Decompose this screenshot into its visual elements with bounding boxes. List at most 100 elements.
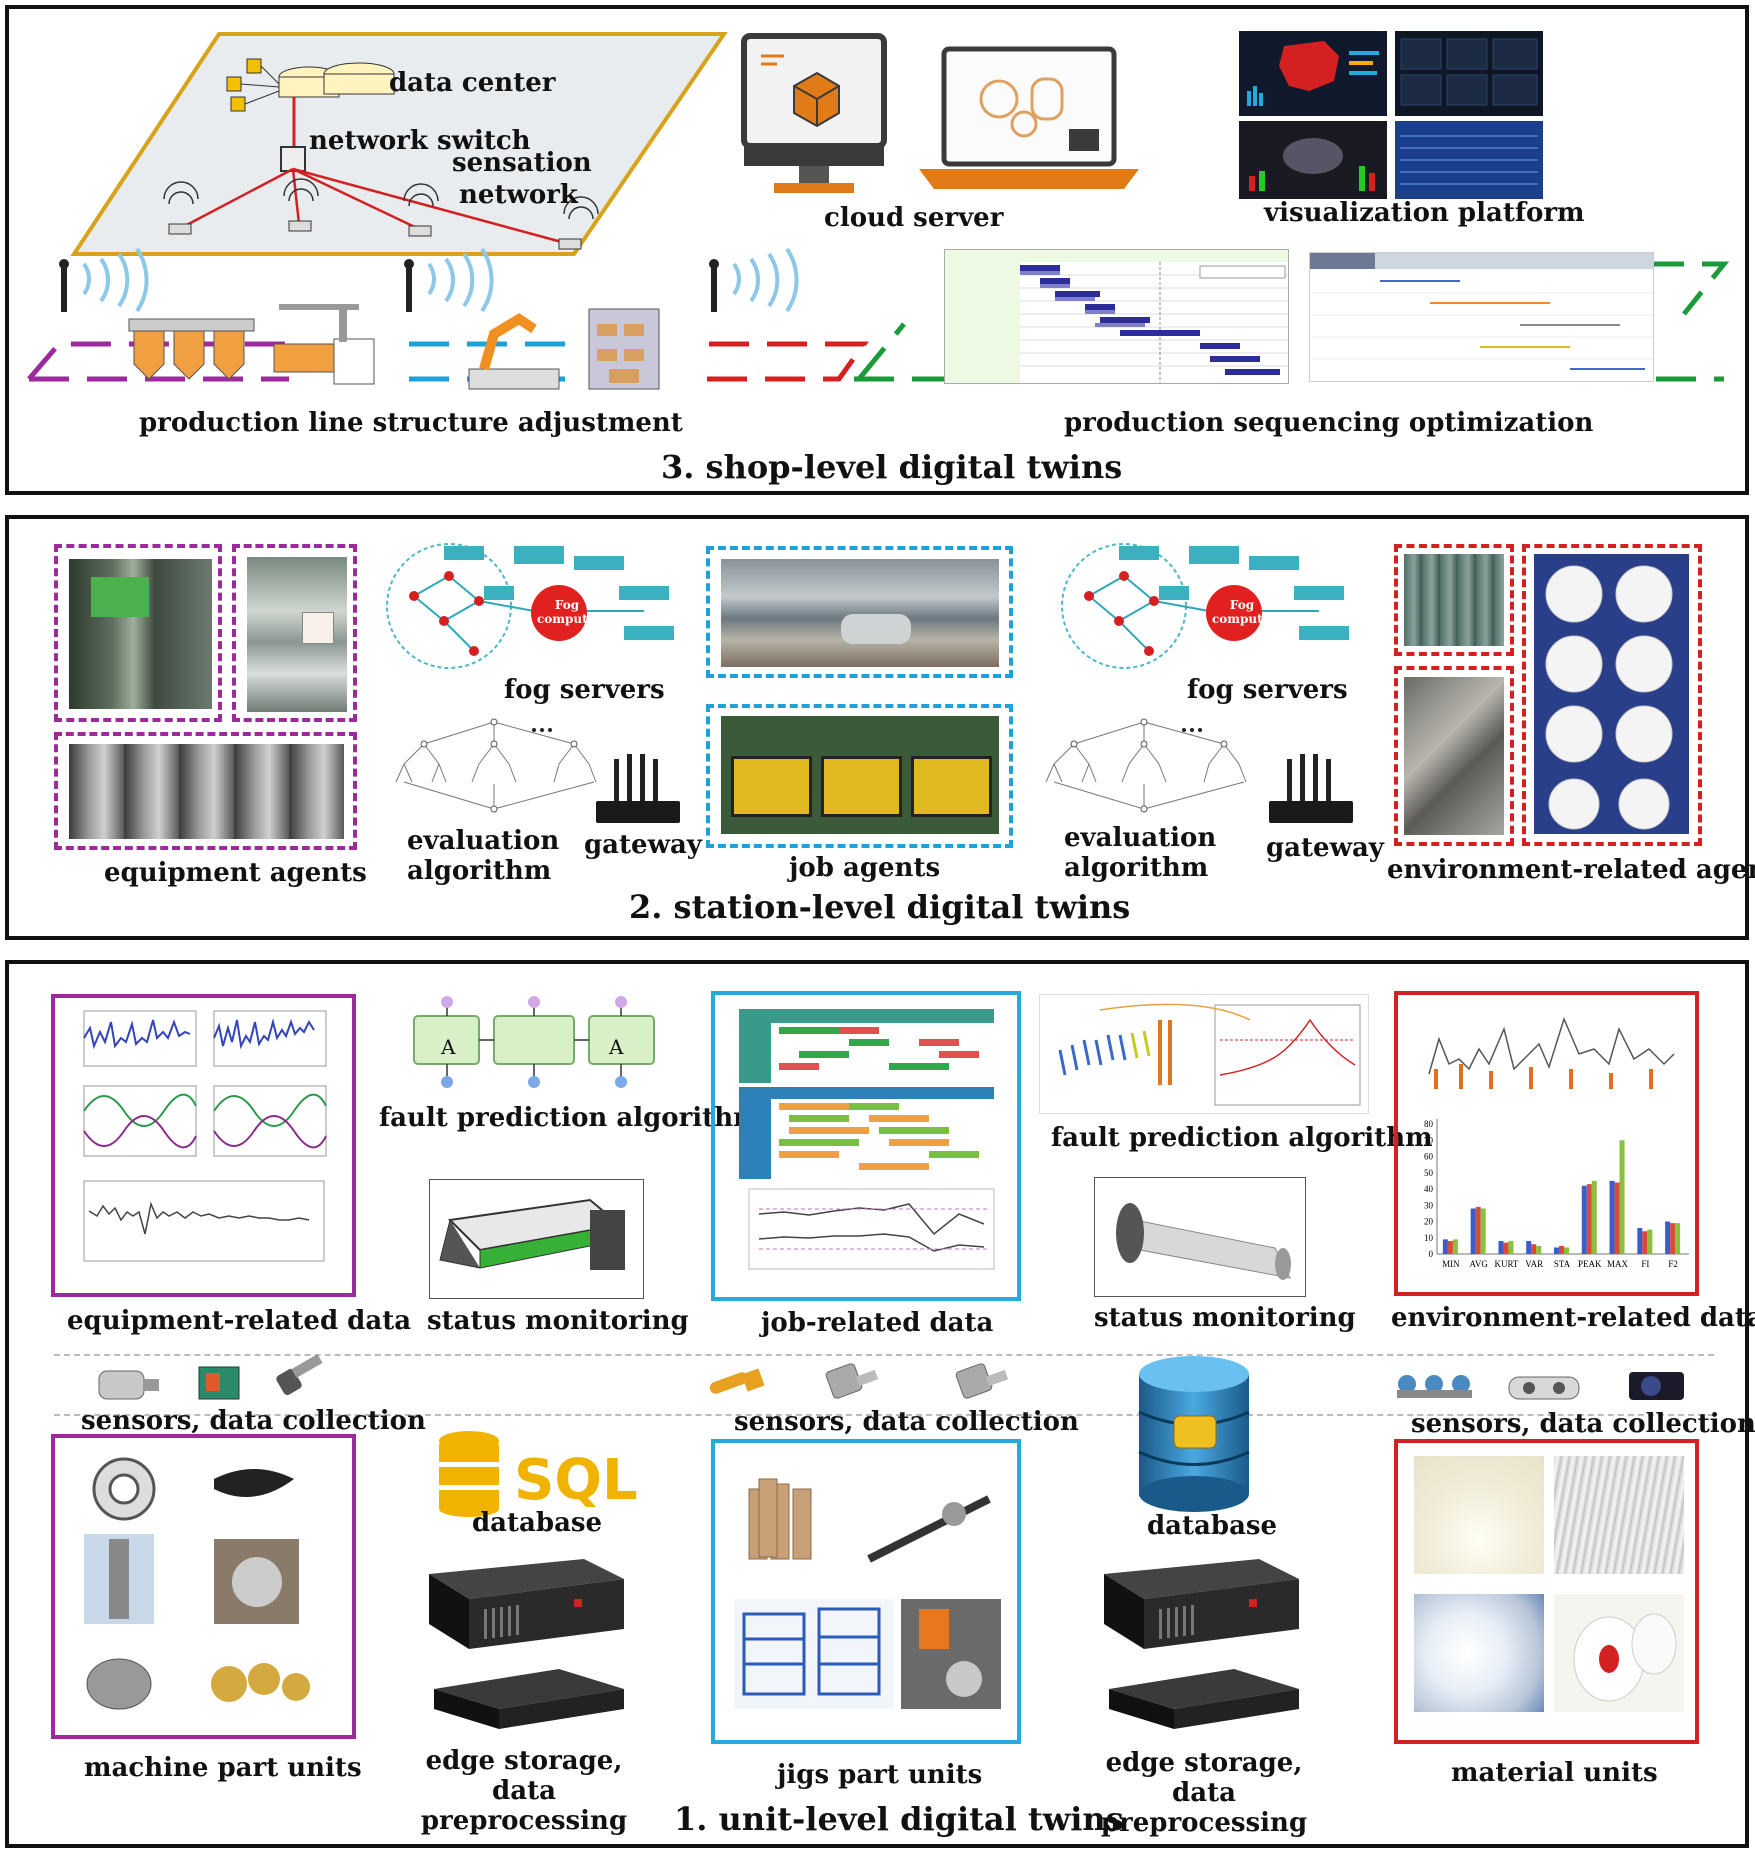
bar-var-s1 xyxy=(1526,1241,1532,1254)
bar-fi-s2 xyxy=(1642,1231,1648,1254)
bar-peak-s2 xyxy=(1586,1184,1592,1254)
fog-servers-label: fog servers xyxy=(1187,675,1348,705)
vibration-signal-chart xyxy=(83,1010,327,1262)
bar-f2-s3 xyxy=(1675,1223,1681,1254)
sensors-label: sensors, data collection xyxy=(734,1407,1079,1437)
bar-min-s2 xyxy=(1447,1241,1453,1254)
environment-photo-yarn-rack xyxy=(1534,554,1689,834)
data-center-plane xyxy=(70,32,728,256)
environment-data-frame xyxy=(1394,991,1699,1296)
sensor-icons xyxy=(98,1354,323,1400)
production-sequencing-label: production sequencing optimization xyxy=(1064,408,1594,438)
station-level-title: 2. station-level digital twins xyxy=(629,888,1131,926)
environment-photo-pipes xyxy=(1404,554,1504,646)
x-tick-label: MIN xyxy=(1442,1259,1460,1269)
unit-level-title: 1. unit-level digital twins xyxy=(674,1800,1124,1838)
bar-max-s3 xyxy=(1619,1140,1625,1254)
y-tick-label: 30 xyxy=(1424,1200,1434,1210)
y-tick-label: 10 xyxy=(1424,1233,1434,1243)
fault-prediction-label: fault prediction algorithm xyxy=(1051,1123,1433,1153)
bar-kurt-s1 xyxy=(1498,1241,1504,1254)
fog-computing-label: Fog computing xyxy=(537,598,610,626)
job-data-label: job-related data xyxy=(761,1308,994,1338)
job-data-frame xyxy=(711,991,1021,1301)
gantt-chart-actual-planned xyxy=(944,249,1289,384)
job-photo-warehouse xyxy=(721,559,999,667)
y-tick-label: 60 xyxy=(1424,1152,1434,1162)
sequencing-path xyxy=(854,261,1730,382)
edge-box-icon xyxy=(1109,1669,1299,1729)
antenna-icon xyxy=(404,247,494,313)
industrial-pc-icon xyxy=(1104,1559,1299,1649)
visualization-platform-label: visualization platform xyxy=(1264,198,1585,228)
environment-agents-label: environment-related agents xyxy=(1387,855,1755,885)
environment-agent-frame xyxy=(1394,544,1514,656)
bar-avg-s3 xyxy=(1480,1208,1486,1254)
fog-computing-label: Fog computing xyxy=(1212,598,1285,626)
edge-box-icon xyxy=(434,1669,624,1729)
edge-storage-label: edge storage, data preprocessing xyxy=(1100,1748,1308,1838)
bar-sta-s1 xyxy=(1554,1247,1559,1254)
equipment-photo-cabinet xyxy=(69,559,212,709)
cloud-server-monitor-icon xyxy=(741,33,887,193)
production-line-label: production line structure adjustment xyxy=(139,408,683,438)
faults-monitoring-screen xyxy=(1395,121,1543,199)
bar-f2-s2 xyxy=(1670,1223,1676,1254)
bar-peak-s3 xyxy=(1591,1180,1597,1254)
antenna-icon xyxy=(59,247,149,313)
equipment-agent-frame xyxy=(54,732,357,850)
material-units-label: material units xyxy=(1451,1758,1658,1788)
x-tick-label: STA xyxy=(1554,1259,1571,1269)
equipment-agent-frame xyxy=(54,544,222,722)
x-tick-label: AVG xyxy=(1469,1259,1488,1269)
equipment-data-label: equipment-related data xyxy=(67,1306,412,1336)
machine-parts-images xyxy=(84,1457,310,1710)
bar-var-s2 xyxy=(1531,1244,1537,1254)
fog-network-diagram xyxy=(386,543,674,669)
lstm-cell-label: A xyxy=(609,1035,624,1059)
fog-network-diagram xyxy=(1061,543,1349,669)
x-tick-label: MAX xyxy=(1607,1259,1629,1269)
bar-max-s2 xyxy=(1614,1182,1620,1254)
fault-prediction-label: fault prediction algorithm xyxy=(379,1103,761,1133)
fault-prediction-control-chart xyxy=(1039,994,1369,1114)
database-label: database xyxy=(472,1508,603,1538)
material-photo-milk xyxy=(1414,1456,1544,1574)
equipment-monitoring-screen xyxy=(1239,121,1387,199)
environment-photo-frame xyxy=(1404,677,1504,835)
y-tick-label: 0 xyxy=(1429,1249,1434,1259)
x-tick-label: PEAK xyxy=(1578,1259,1602,1269)
x-tick-label: FI xyxy=(1641,1259,1649,1269)
edge-storage-label: edge storage, data preprocessing xyxy=(420,1746,628,1836)
bar-sta-s3 xyxy=(1564,1247,1569,1254)
sensor-separator xyxy=(54,1414,1714,1416)
environment-line-chart xyxy=(1428,1016,1675,1089)
environment-data-label: environment-related data xyxy=(1391,1303,1755,1333)
x-tick-label: VAR xyxy=(1525,1259,1543,1269)
job-agents-label: job agents xyxy=(789,853,941,883)
equipment-photo-row xyxy=(69,744,344,839)
equipment-agents-label: equipment agents xyxy=(104,858,367,888)
bar-f2-s1 xyxy=(1665,1221,1671,1254)
bar-kurt-s2 xyxy=(1503,1242,1509,1254)
cloud-server-label: cloud server xyxy=(824,203,1004,233)
y-tick-label: 80 xyxy=(1424,1119,1434,1129)
material-photo-cotton xyxy=(1414,1594,1544,1712)
gateway-router-icon xyxy=(1269,754,1353,823)
sensors-label: sensors, data collection xyxy=(1411,1409,1755,1439)
sensors-label: sensors, data collection xyxy=(81,1406,426,1436)
network-switch-label: network switch xyxy=(309,126,531,156)
y-tick-label: 40 xyxy=(1424,1184,1434,1194)
network-label: network xyxy=(459,180,578,210)
gateway-label: gateway xyxy=(584,830,702,860)
fog-servers-label: fog servers xyxy=(504,675,665,705)
y-tick-label: 20 xyxy=(1424,1217,1434,1227)
equipment-agent-frame xyxy=(232,544,357,722)
status-monitoring-roller-image xyxy=(1094,1177,1306,1297)
sql-database-icon xyxy=(439,1431,499,1517)
status-monitoring-label: status monitoring xyxy=(1094,1303,1356,1333)
equipment-photo-machine xyxy=(247,557,347,712)
bar-avg-s1 xyxy=(1470,1208,1476,1254)
jigs-parts-frame xyxy=(711,1439,1021,1744)
